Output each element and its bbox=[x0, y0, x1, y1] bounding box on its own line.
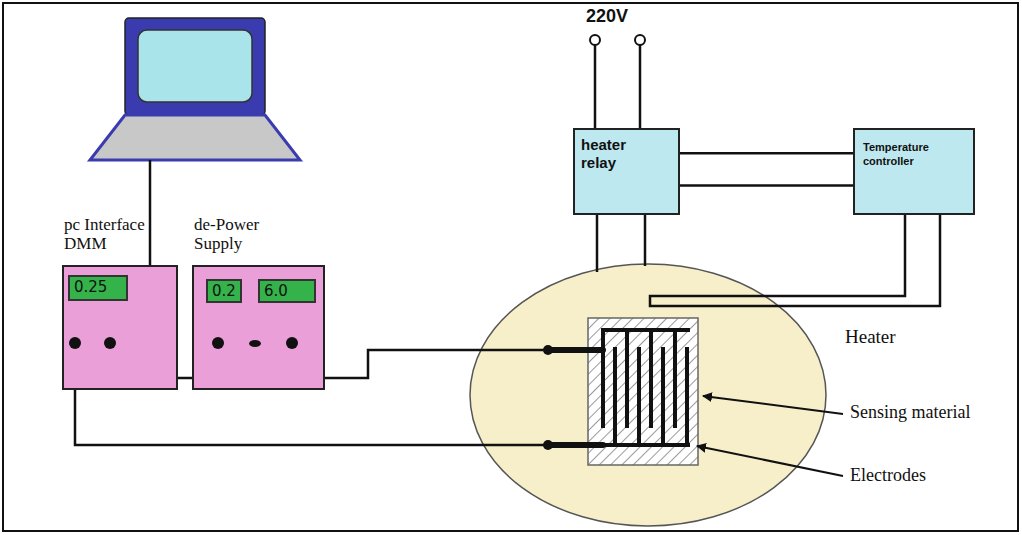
instrument-heading: de-Power Supply bbox=[194, 215, 294, 253]
usb-cable bbox=[149, 160, 152, 266]
instrument-heading: pc Interface DMM bbox=[64, 215, 184, 253]
electrode-leads bbox=[548, 350, 603, 445]
heater-disk bbox=[470, 264, 826, 526]
multimeter-box: pc Interface DMM0.25 bbox=[62, 265, 178, 390]
terminal bbox=[104, 337, 116, 349]
part-label: Heater bbox=[845, 326, 896, 348]
lead-end bbox=[543, 345, 553, 355]
wire bbox=[680, 152, 853, 155]
leader-line bbox=[697, 446, 843, 476]
box-label: Temperature controller bbox=[863, 140, 969, 168]
mains-terminal bbox=[590, 35, 600, 45]
frame bbox=[3, 3, 1018, 531]
voltage-label: 220V bbox=[586, 6, 628, 27]
thermocouple bbox=[650, 214, 940, 306]
voltage-display: 6.0 bbox=[258, 279, 316, 303]
box-label: heater relay bbox=[581, 136, 661, 172]
terminal bbox=[249, 340, 261, 347]
lead-end bbox=[543, 440, 553, 450]
terminal bbox=[286, 337, 298, 349]
laptop bbox=[90, 18, 300, 160]
power-supply-box: de-Power Supply0.26.0 bbox=[192, 265, 325, 390]
meter-display: 0.25 bbox=[68, 275, 128, 301]
leader-line bbox=[703, 396, 843, 414]
terminal bbox=[212, 337, 224, 349]
terminal bbox=[69, 337, 81, 349]
wire bbox=[680, 184, 853, 187]
part-label: Sensing material bbox=[850, 402, 970, 423]
interdigitated-electrodes bbox=[601, 330, 690, 445]
mains-terminal bbox=[635, 35, 645, 45]
part-label: Electrodes bbox=[850, 465, 926, 486]
current-display: 0.2 bbox=[206, 279, 242, 303]
relay-box: heater relay bbox=[573, 128, 680, 215]
controller-box: Temperature controller bbox=[853, 128, 975, 215]
